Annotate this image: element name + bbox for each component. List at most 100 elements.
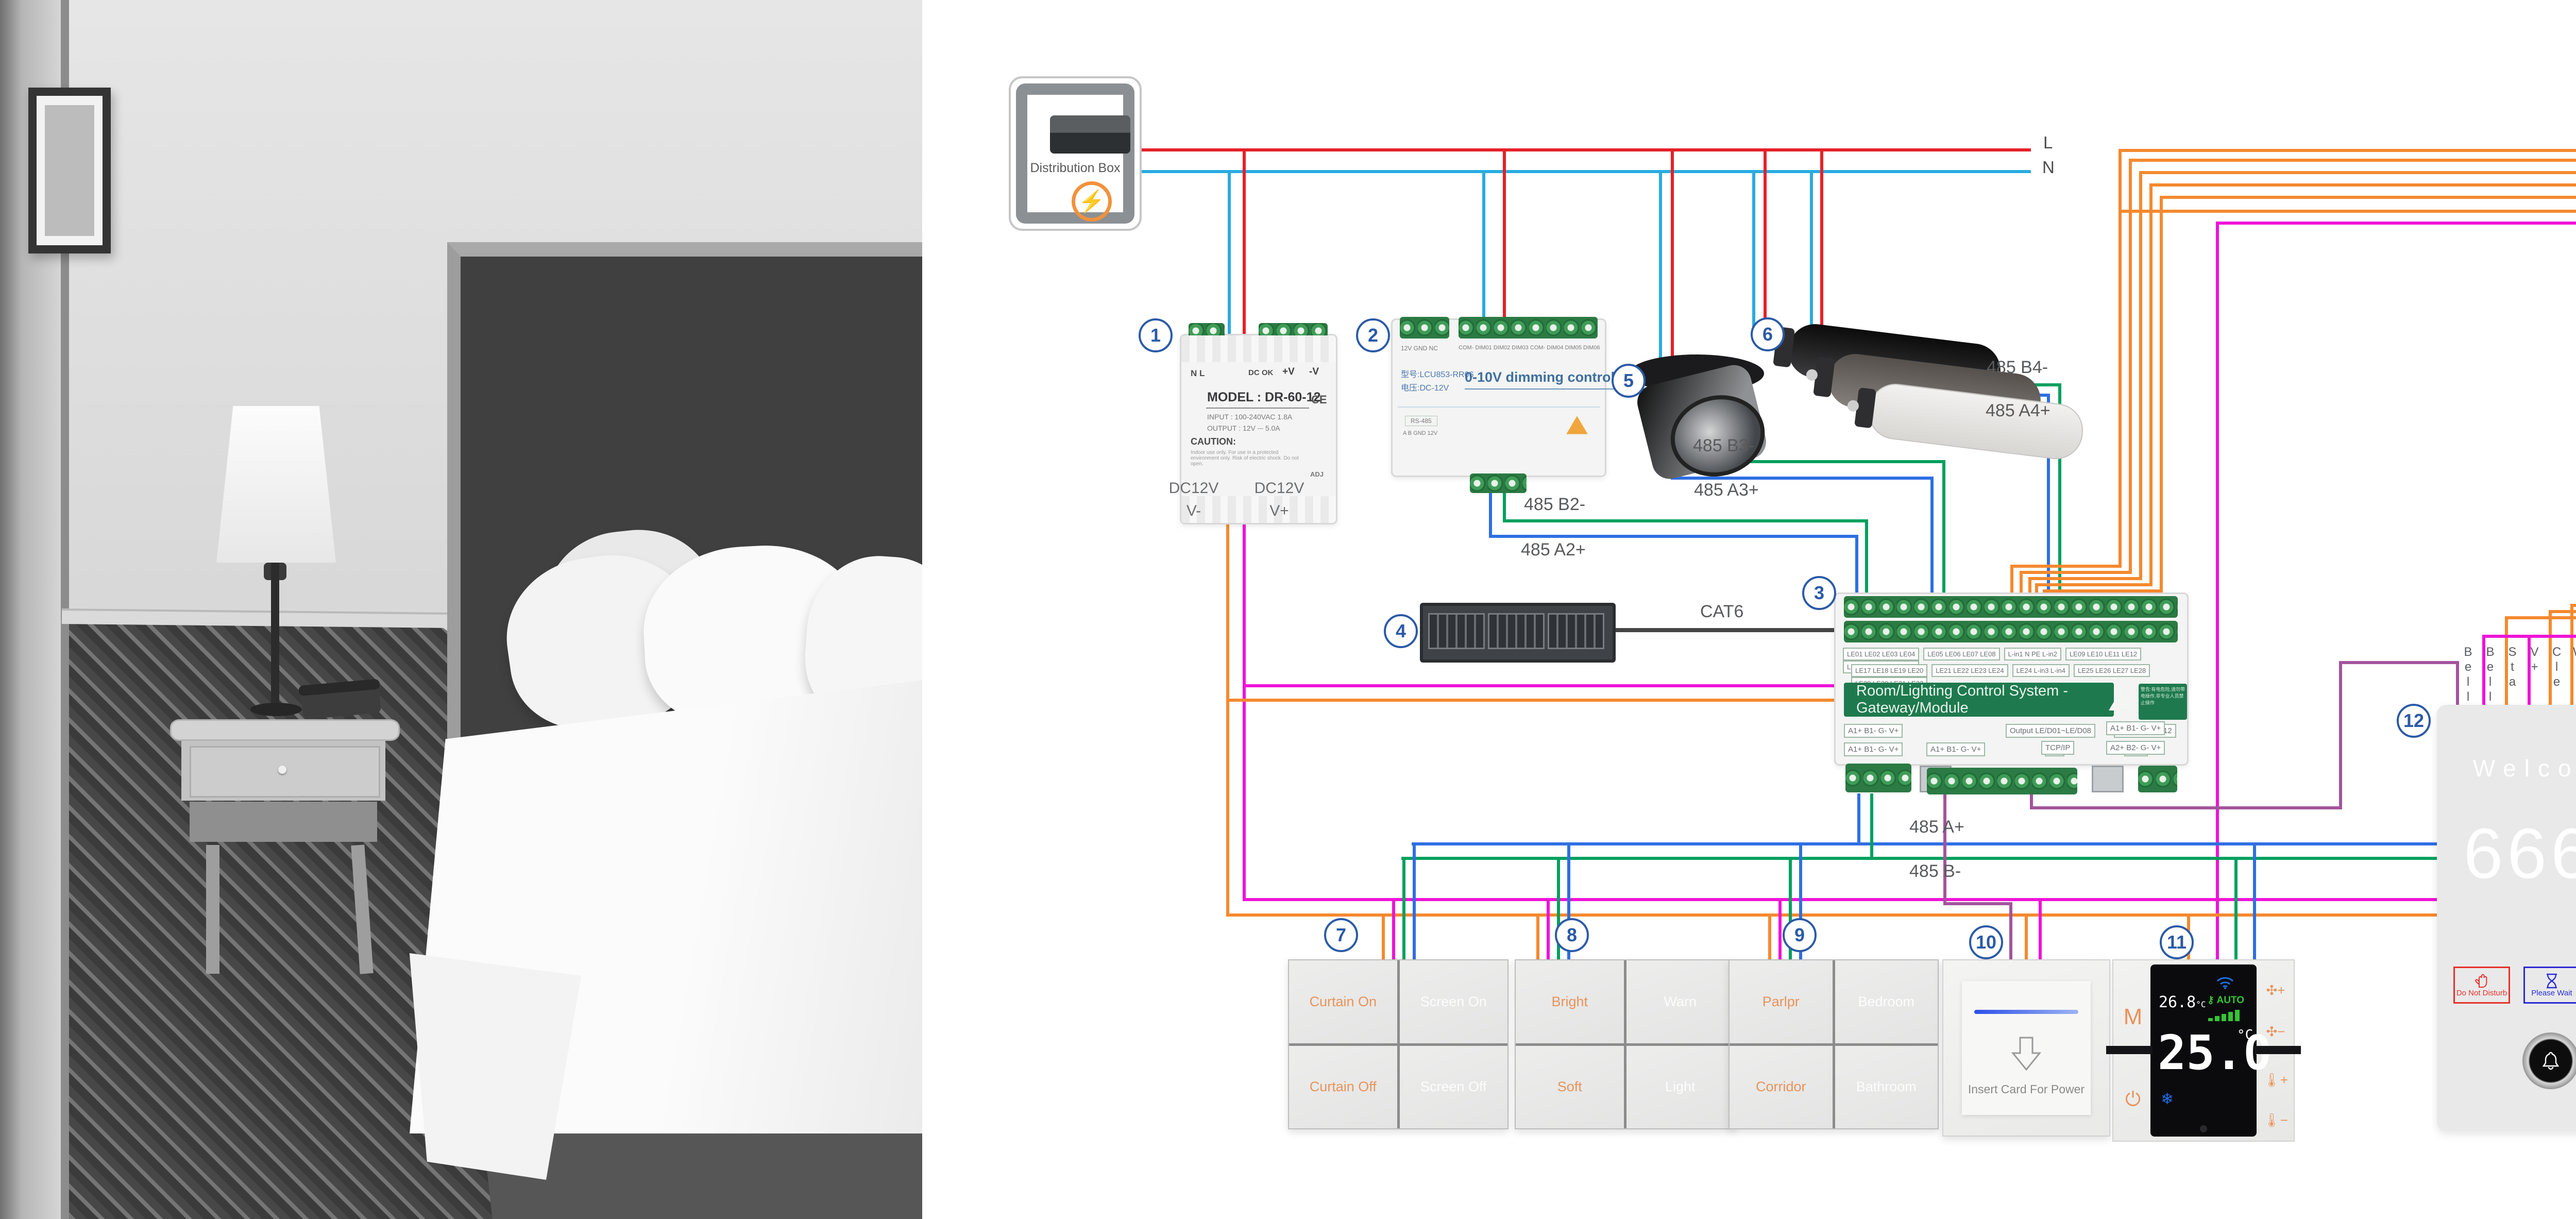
distribution-box-frame: Distribution Box ⚡ <box>1016 83 1134 224</box>
set-temp-value: 25.0 <box>2158 1025 2272 1080</box>
please-wait-button[interactable]: Please Wait <box>2523 967 2576 1004</box>
le-label: LE09 LE10 LE11 LE12 <box>2065 648 2142 661</box>
wire-label-bus-b: 485 B- <box>1909 861 1961 881</box>
temp-minus-button[interactable]: 🌡− <box>2263 1112 2289 1128</box>
badge-5: 5 <box>1612 364 1646 398</box>
nightstand-top <box>170 719 400 741</box>
wire-live <box>1503 151 1506 318</box>
warn-button[interactable]: Warn <box>1626 960 1734 1043</box>
psu-output: OUTPUT : 12V ⎓ 5.0A <box>1207 424 1280 432</box>
card-holder-switch: Insert Card For Power <box>1942 959 2110 1137</box>
wire-label-485a4: 485 A4+ <box>1986 401 2050 420</box>
wire-b <box>2234 860 2238 959</box>
wire-dcm <box>2119 149 2122 568</box>
le-label: LE17 LE18 LE19 LE20 <box>1851 664 1928 677</box>
wire-a <box>1489 535 1858 538</box>
curtain-motor-white <box>1846 380 2087 463</box>
wire-dcm <box>2020 571 2132 574</box>
wire-dcm <box>2010 565 2013 595</box>
wire-a <box>1412 842 2576 845</box>
screen-off-button[interactable]: Screen Off <box>1399 1045 1507 1128</box>
wire-b <box>1942 460 1945 594</box>
light-button[interactable]: Light <box>1626 1045 1734 1128</box>
wire-dcm <box>1382 917 1385 959</box>
wire-dcm <box>2043 589 2163 592</box>
wire-a <box>1489 482 1492 538</box>
wire-dcp <box>2482 635 2485 707</box>
wire-b <box>2058 383 2061 594</box>
curtain-off-button[interactable]: Curtain Off <box>1289 1045 1397 1128</box>
arrow-down-icon <box>2011 1037 2042 1071</box>
doorplate-wire-label: Sta <box>2505 645 2519 690</box>
bathroom-button[interactable]: Bathroom <box>1835 1045 1938 1128</box>
screen-home-dot <box>2200 1125 2207 1132</box>
wire-dcm <box>2149 183 2576 187</box>
dimmer-title: 0-10V dimming controller <box>1465 369 1632 390</box>
dimmer-row-left: 12V GND NC <box>1401 345 1438 352</box>
port-label: A2+ B2- G- V+ <box>2106 741 2165 755</box>
wifi-icon <box>2216 977 2234 989</box>
wire-a <box>1413 845 1416 959</box>
dimmer-rs485: RS-485 <box>1405 416 1437 426</box>
cooling-mode-icon: ❄ <box>2161 1091 2174 1108</box>
soft-button[interactable]: Soft <box>1516 1045 1624 1128</box>
wire-label-485a2: 485 A2+ <box>1521 540 1586 560</box>
wire-dcp <box>1243 898 2576 901</box>
controller-terminals-row1 <box>1844 596 2178 618</box>
badge-1: 1 <box>1139 318 1173 352</box>
wire-dcm <box>2129 159 2132 574</box>
doorplate-wire-label: Cle <box>2550 645 2564 690</box>
wire-dcm <box>2549 610 2576 613</box>
curtain-on-button[interactable]: Curtain On <box>1289 960 1397 1043</box>
wire-label-485b4: 485 B4- <box>1987 358 2048 377</box>
badge-12: 12 <box>2397 704 2431 738</box>
wire-label-485a3: 485 A3+ <box>1694 480 1759 500</box>
controller-bottom-terminal-center <box>1927 768 2077 794</box>
lamp-shade <box>216 406 336 563</box>
do-not-disturb-button[interactable]: Do Not Disturb <box>2453 967 2510 1004</box>
parlor-button[interactable]: Parlpr <box>1730 960 1833 1043</box>
wire-neutral <box>1752 173 1755 341</box>
neutral-bus-label: N <box>2042 158 2055 177</box>
wire-b <box>1402 860 1405 959</box>
wire-dcm <box>1226 699 1837 702</box>
badge-3: 3 <box>1802 576 1836 610</box>
temp-plus-button[interactable]: 🌡+ <box>2263 1072 2289 1088</box>
wire-dcm <box>2010 565 2122 568</box>
psu-vminus-label: -V <box>1309 366 1319 377</box>
dimmer-voltage: 电压:DC-12V <box>1401 384 1449 393</box>
breaker-window <box>1050 115 1130 154</box>
wire-dcm <box>1768 917 1771 959</box>
bright-button[interactable]: Bright <box>1516 960 1624 1043</box>
bedroom-button[interactable]: Bedroom <box>1835 960 1938 1043</box>
mode-button[interactable]: M <box>2123 1004 2143 1029</box>
wire-dcm <box>2020 571 2023 595</box>
router <box>1420 603 1616 663</box>
thermostat-bar-right <box>2255 1046 2301 1054</box>
wire-dcp <box>1243 521 1246 901</box>
dimmer-row-right: COM- DIM01 DIM02 DIM03 COM- DIM04 DIM05 … <box>1459 345 1600 351</box>
wire-a <box>2047 394 2050 594</box>
badge-2: 2 <box>1356 318 1390 352</box>
wire-dcp <box>1547 901 1550 959</box>
power-button[interactable]: ⏻ <box>2125 1088 2141 1110</box>
wire-dcp <box>2039 901 2042 959</box>
card-switch-label: Insert Card For Power <box>1968 1082 2085 1096</box>
wire-dcm <box>1226 913 2576 917</box>
doorbell-button[interactable] <box>2522 1032 2576 1089</box>
wire-b <box>1865 519 1868 594</box>
wire-dcm <box>2129 159 2576 162</box>
wire-dry <box>2030 806 2342 809</box>
wire-a <box>1671 477 1934 480</box>
screen-on-button[interactable]: Screen On <box>1399 960 1507 1043</box>
fan-plus-button[interactable]: ✣+ <box>2266 982 2285 998</box>
light-switch: Parlpr Bedroom Corridor Bathroom <box>1728 959 1939 1129</box>
fan-minus-button[interactable]: ✣− <box>2266 1023 2285 1039</box>
card-slot-led <box>1974 1010 2078 1014</box>
auto-mode-label: ⚷ AUTO <box>2207 995 2244 1006</box>
card-slot-area[interactable]: Insert Card For Power <box>1962 981 2091 1115</box>
controller-bottom-terminal-right <box>2138 766 2177 792</box>
router-ports <box>1488 613 1545 649</box>
corridor-button[interactable]: Corridor <box>1730 1045 1833 1128</box>
